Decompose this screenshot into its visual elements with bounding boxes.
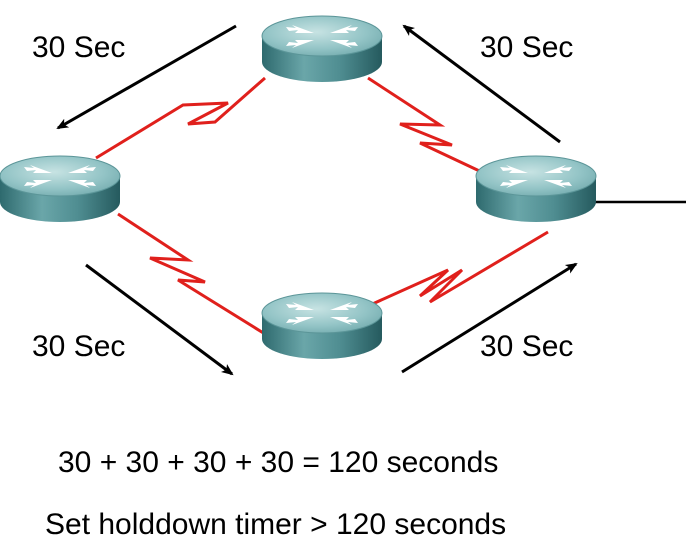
link-left-top: [95, 76, 266, 160]
router-right: [475, 155, 597, 223]
arrow-left-to-bottom: [85, 263, 234, 376]
timer-arrows: [56, 24, 578, 376]
arrow-right-to-top: [402, 24, 561, 144]
arrow-label-bottom-right: 30 Sec: [480, 330, 573, 363]
router-bottom: [261, 292, 383, 360]
link-top-right: [367, 76, 489, 177]
holddown-conclusion: Set holddown timer > 120 seconds: [45, 508, 506, 541]
link-bottom-right: [367, 230, 549, 308]
arrow-label-top-right: 30 Sec: [480, 31, 573, 64]
arrow-top-to-left: [56, 24, 237, 130]
arrow-label-top-left: 30 Sec: [32, 31, 125, 64]
arrow-bottom-to-right: [401, 262, 578, 374]
link-left-bottom: [117, 212, 266, 336]
router-top: [261, 15, 383, 83]
router-left: [0, 155, 121, 223]
equation-text: 30 + 30 + 30 + 30 = 120 seconds: [58, 446, 498, 479]
arrow-label-bottom-left: 30 Sec: [32, 330, 125, 363]
serial-links: [95, 76, 549, 336]
